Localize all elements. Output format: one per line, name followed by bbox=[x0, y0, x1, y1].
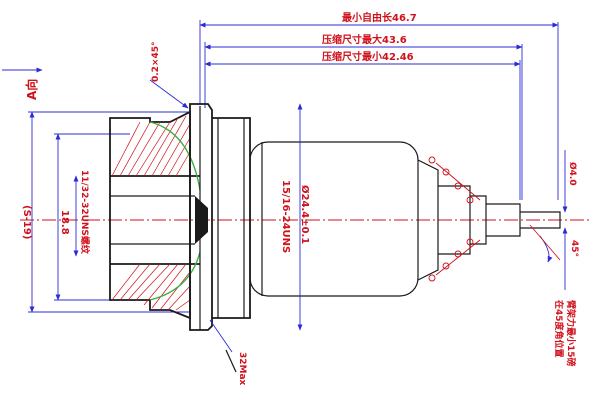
torque-label: 32Max bbox=[237, 352, 247, 386]
compressed-min-label: 压缩尺寸最小42.46 bbox=[322, 50, 414, 63]
view-direction: A向 bbox=[2, 67, 43, 100]
body-diameters: 15/16-24UNS Ø24.4±0.1 bbox=[280, 103, 311, 331]
angle-label: 45° bbox=[569, 240, 579, 257]
pin-dimensions: Ø4.0 45° bbox=[539, 150, 579, 290]
length-dimensions: 最小自由长46.7 压缩尺寸最大43.6 压缩尺寸最小42.46 bbox=[199, 11, 559, 200]
pin-diameter-label: Ø4.0 bbox=[567, 162, 578, 186]
outer-diameter-label: (S-19) bbox=[21, 205, 32, 239]
note-line1: 在45度角位置 bbox=[553, 300, 565, 358]
force-note: 在45度角位置 臂架力最小15磅 bbox=[529, 224, 577, 367]
torque-note: 32Max bbox=[209, 319, 247, 386]
free-length-label: 最小自由长46.7 bbox=[342, 11, 417, 24]
left-diameters: (S-19) 18.8 11/32-32UNS螺纹 bbox=[21, 111, 190, 313]
chamfer-note: 0.2×45° bbox=[149, 41, 189, 109]
spring-coils bbox=[428, 156, 481, 282]
note-line2: 臂架力最小15磅 bbox=[565, 300, 577, 367]
fitting-section bbox=[109, 110, 208, 320]
body-diameter-label: Ø24.4±0.1 bbox=[299, 185, 311, 244]
chamfer-label: 0.2×45° bbox=[151, 41, 161, 82]
small-thread-label: 11/32-32UNS螺纹 bbox=[79, 170, 91, 255]
small-diameter-label: 18.8 bbox=[59, 210, 70, 235]
valve-body bbox=[189, 103, 561, 331]
weld-seam bbox=[149, 121, 201, 301]
compressed-max-label: 压缩尺寸最大43.6 bbox=[322, 33, 407, 46]
large-thread-label: 15/16-24UNS bbox=[280, 180, 291, 253]
direction-label: A向 bbox=[24, 79, 39, 100]
